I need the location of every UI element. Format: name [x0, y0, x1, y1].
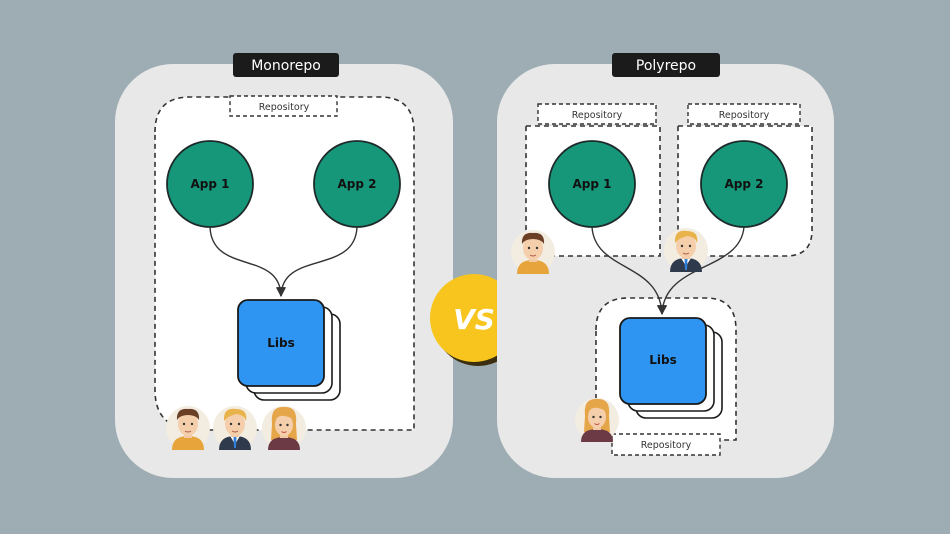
polyrepo-libs-stack: Libs [619, 317, 723, 419]
developer-avatar-app1 [510, 229, 556, 275]
polyrepo-repository-1-tab: Repository [537, 103, 657, 125]
developer-avatar-app2 [663, 227, 709, 273]
polyrepo-app2: App 2 [700, 140, 788, 228]
polyrepo-repository-1-label: Repository [572, 110, 623, 121]
monorepo-libs-label: Libs [267, 336, 295, 350]
monorepo-panel: Repository Monorepo App 1 App 2 Libs [115, 53, 453, 478]
polyrepo-panel: Polyrepo Repository Repository Repositor… [497, 53, 834, 478]
monorepo-title-text: Monorepo [251, 58, 321, 74]
monorepo-libs [237, 299, 325, 387]
developer-avatar-libs [574, 397, 620, 443]
polyrepo-title: Polyrepo [612, 53, 720, 77]
monorepo-repository-label: Repository [259, 102, 310, 113]
polyrepo-app1-label: App 1 [573, 177, 612, 191]
monorepo-arrow-app1-libs [209, 226, 286, 297]
polyrepo-app1: App 1 [548, 140, 636, 228]
polyrepo-title-text: Polyrepo [636, 58, 696, 74]
monorepo-app1: App 1 [166, 140, 254, 228]
polyrepo-arrow-app2-libs [657, 226, 745, 315]
developer-avatar-3 [261, 405, 307, 451]
monorepo-app2-label: App 2 [338, 177, 377, 191]
monorepo-app1-label: App 1 [191, 177, 230, 191]
vs-label: VS [453, 303, 495, 336]
polyrepo-arrow-app1-libs [591, 226, 667, 315]
polyrepo-libs-label: Libs [649, 353, 677, 367]
polyrepo-libs [619, 317, 707, 405]
monorepo-repository-tab: Repository [229, 95, 338, 117]
monorepo-libs-stack: Libs [237, 299, 341, 401]
monorepo-title: Monorepo [233, 53, 339, 77]
polyrepo-repository-3-label: Repository [641, 440, 692, 451]
polyrepo-repository-2-tab: Repository [687, 103, 801, 125]
polyrepo-repository-2-label: Repository [719, 110, 770, 121]
monorepo-app2: App 2 [313, 140, 401, 228]
monorepo-arrow-app2-libs [276, 226, 358, 297]
polyrepo-repository-3-tab: Repository [611, 433, 721, 456]
developer-avatar-1 [165, 405, 211, 451]
polyrepo-app2-label: App 2 [725, 177, 764, 191]
developer-avatar-2 [212, 405, 258, 451]
